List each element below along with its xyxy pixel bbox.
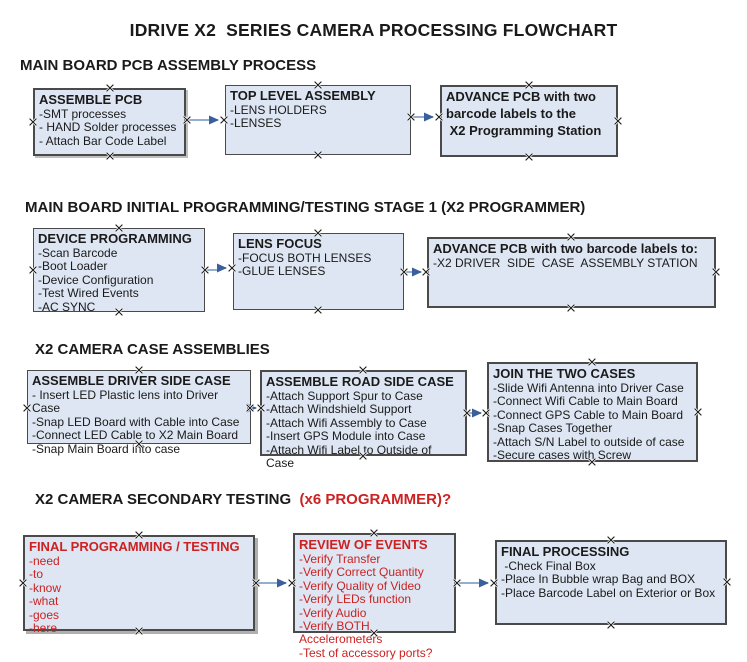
box-item: -what: [29, 594, 59, 609]
box-advance-pcb-driver-side: ADVANCE PCB with two barcode labels to: …: [427, 237, 716, 308]
section-4-header-red: (x6 PROGRAMMER)?: [291, 491, 452, 508]
box-item: -FOCUS BOTH LENSES: [238, 251, 372, 265]
section-1-header: MAIN BOARD PCB ASSEMBLY PROCESS: [20, 57, 317, 74]
box-item: -LENS HOLDERS: [230, 103, 327, 117]
box-item: -Verify BOTH Accelerometers: [299, 619, 383, 647]
box-review-of-events: REVIEW OF EVENTS -Verify Transfer -Verif…: [293, 533, 456, 660]
box-advance-pcb-programming-station: ADVANCE PCB with two barcode labels to t…: [440, 85, 618, 157]
box-item: -Attach Support Spur to Case: [266, 389, 423, 403]
box-item: -Scan Barcode: [38, 246, 118, 260]
box-item: -Snap Main Board into case: [32, 441, 181, 456]
box-item: -Attach Wifi Assembly to Case: [266, 415, 427, 430]
box-item: -SMT processes: [39, 107, 127, 121]
box-title: ASSEMBLE DRIVER SIDE CASE: [32, 373, 231, 388]
box-item: -Verify Correct Quantity: [299, 565, 424, 580]
box-item: -Place Barcode Label on Exterior or Box: [501, 585, 716, 600]
box-title: ASSEMBLE PCB: [39, 92, 143, 107]
box-item-overflow: -Test of accessory ports?: [299, 645, 433, 660]
box-final-processing: FINAL PROCESSING -Check Final Box -Place…: [495, 540, 727, 625]
box-item: -X2 DRIVER SIDE CASE ASSEMBLY STATION: [433, 256, 698, 270]
box-title-line: X2 Programming Station: [446, 123, 602, 138]
section-3-header: X2 CAMERA CASE ASSEMBLIES: [35, 341, 270, 358]
box-item: -Verify Transfer: [299, 552, 381, 566]
box-item: -Place In Bubble wrap Bag and BOX: [501, 572, 696, 587]
box-title: LENS FOCUS: [238, 236, 322, 251]
box-item: -Connect Wifi Cable to Main Board: [493, 394, 678, 409]
box-item: -know: [29, 580, 62, 595]
box-title: FINAL PROGRAMMING / TESTING: [29, 539, 240, 554]
box-assemble-road-side-case: ASSEMBLE ROAD SIDE CASE -Attach Support …: [260, 370, 467, 470]
box-item: -Attach Wifi Label to Outside of Case: [266, 442, 435, 471]
box-item: -Snap LED Board with Cable into Case: [32, 414, 240, 429]
box-assemble-driver-side-case: ASSEMBLE DRIVER SIDE CASE - Insert LED P…: [27, 370, 251, 456]
box-item: -Verify Quality of Video: [299, 578, 421, 593]
box-title: TOP LEVEL ASSEMBLY: [230, 88, 376, 103]
box-item: -Verify LEDs function: [299, 592, 412, 607]
box-top-level-assembly: TOP LEVEL ASSEMBLY -LENS HOLDERS -LENSES: [225, 85, 411, 155]
box-join-the-two-cases: JOIN THE TWO CASES -Slide Wifi Antenna i…: [487, 362, 698, 462]
box-item: -to: [29, 567, 44, 582]
box-item: -GLUE LENSES: [238, 264, 326, 279]
box-item: -Test Wired Events: [38, 286, 139, 301]
box-item: -Attach Windshield Support: [266, 402, 412, 417]
box-title: REVIEW OF EVENTS: [299, 537, 428, 552]
box-item: -need: [29, 554, 60, 568]
box-item: -Secure cases with Screw: [493, 448, 632, 463]
box-item: -Verify Audio: [299, 605, 367, 620]
box-title-line: barcode labels to the: [446, 106, 577, 121]
box-item: -AC SYNC: [38, 299, 96, 314]
box-title: FINAL PROCESSING: [501, 544, 630, 559]
section-4-header: X2 CAMERA SECONDARY TESTING (x6 PROGRAMM…: [35, 491, 451, 508]
box-item: -Snap Cases Together: [493, 421, 613, 436]
box-item: -Connect LED Cable to X2 Main Board: [32, 428, 239, 443]
box-item: - Insert LED Plastic lens into Driver Ca…: [32, 388, 222, 416]
box-item: -Connect GPS Cable to Main Board: [493, 407, 684, 422]
section-4-header-black: X2 CAMERA SECONDARY TESTING: [35, 491, 292, 508]
box-assemble-pcb: ASSEMBLE PCB -SMT processes - HAND Solde…: [33, 88, 186, 156]
box-title: ASSEMBLE ROAD SIDE CASE: [266, 374, 454, 389]
section-2-header: MAIN BOARD INITIAL PROGRAMMING/TESTING S…: [25, 199, 586, 216]
box-title: JOIN THE TWO CASES: [493, 366, 636, 381]
arrow-device-to-lensfocus: [206, 263, 227, 273]
box-device-programming: DEVICE PROGRAMMING -Scan Barcode -Boot L…: [33, 228, 205, 314]
box-title-line: ADVANCE PCB with two: [446, 89, 596, 104]
box-item: -goes: [29, 607, 60, 622]
box-item: -Attach S/N Label to outside of case: [493, 434, 685, 449]
box-title: ADVANCE PCB with two barcode labels to:: [433, 241, 698, 256]
box-lens-focus: LENS FOCUS -FOCUS BOTH LENSES -GLUE LENS…: [233, 233, 404, 310]
box-item: -Device Configuration: [38, 272, 154, 287]
box-item: -Insert GPS Module into Case: [266, 429, 426, 444]
box-item: -here: [29, 621, 58, 636]
box-item: - HAND Solder processes: [39, 120, 177, 135]
flowchart-title: IDRIVE X2 SERIES CAMERA PROCESSING FLOWC…: [129, 20, 618, 40]
box-title: DEVICE PROGRAMMING: [38, 231, 192, 246]
box-item: -Slide Wifi Antenna into Driver Case: [493, 381, 684, 395]
box-item: -Boot Loader: [38, 259, 108, 274]
box-item: -Check Final Box: [501, 559, 596, 573]
box-final-programming-testing: FINAL PROGRAMMING / TESTING -need -to -k…: [23, 535, 255, 635]
box-item: -LENSES: [230, 116, 282, 131]
box-item: - Attach Bar Code Label: [39, 133, 167, 148]
